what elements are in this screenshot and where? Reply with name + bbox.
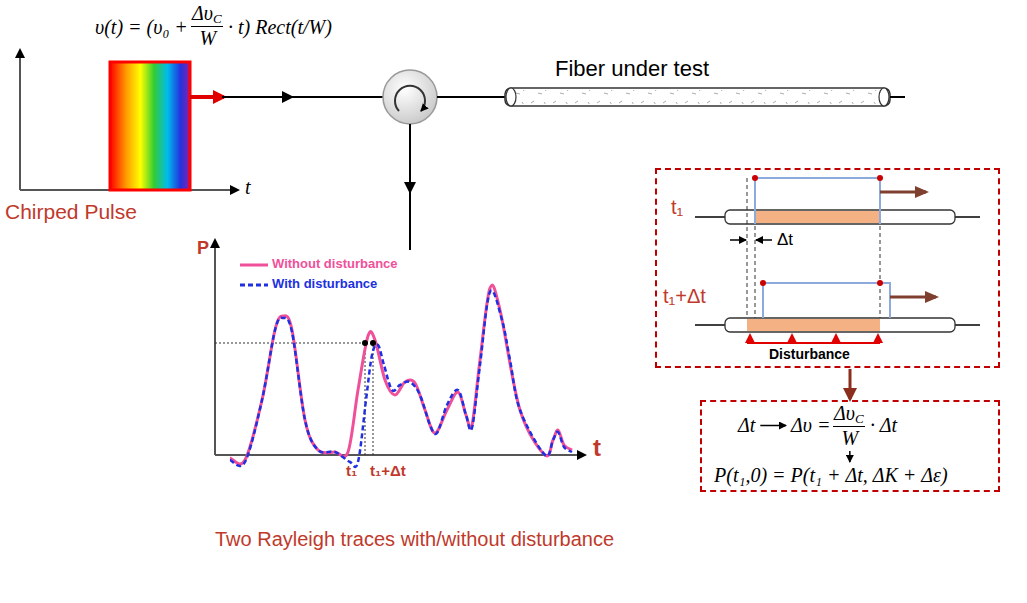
dt-arrow (730, 239, 746, 241)
formula-box: Δt Δυ =ΔυCW · Δt P(t₁,0) = P(t₁ + Δt, ΔK + … (700, 400, 1000, 492)
pulse-frame (763, 283, 890, 318)
formula-text: P(t₁,0) = P(t₁ + Δt, ΔK + Δε) (714, 464, 948, 487)
fiber-link (222, 96, 383, 98)
connector-arrow (849, 369, 852, 399)
axis (215, 454, 585, 456)
guide-line (373, 345, 374, 455)
fiber-link (890, 96, 905, 98)
chirped-pulse (110, 62, 190, 190)
fraction-bar (833, 426, 865, 427)
fiber-label: Fiber under test (555, 56, 709, 81)
guide-line (747, 178, 748, 318)
formula-text: Δt (738, 414, 755, 437)
guide-line (880, 226, 881, 318)
fiber-end (879, 88, 889, 106)
pulse-frame (755, 178, 880, 224)
time-label: t₁+Δt (663, 285, 706, 308)
fiber (725, 318, 955, 332)
disturbance-base (747, 342, 880, 344)
formula-text: · t) Rect(t/W) (228, 16, 332, 39)
guide-line (365, 345, 366, 455)
legend-sample (240, 264, 268, 267)
point (877, 175, 883, 181)
disturbance-markers (745, 333, 883, 343)
formula-subscript: C (855, 412, 864, 427)
legend-sample (240, 284, 268, 287)
formula-text: υ(t) = (υ₀ + (95, 16, 188, 39)
caption: Two Rayleigh traces with/without disturb… (215, 528, 614, 551)
maps-to-arrow (849, 451, 851, 462)
axis-label: t (245, 176, 251, 199)
point (752, 175, 758, 181)
formula-denominator: W (200, 27, 217, 50)
fiber-texture (515, 90, 880, 104)
axis-label: P (197, 238, 209, 259)
formula-text: · Δt (870, 414, 897, 437)
legend-text: With disturbance (272, 277, 377, 292)
formula-numerator: Δυ (192, 2, 213, 25)
pulse-label: Chirped Pulse (5, 200, 137, 224)
fiber-link (437, 96, 505, 98)
circulator (383, 70, 437, 124)
fiber-node: Fiber under test (505, 50, 890, 108)
arrowhead (282, 91, 294, 103)
inset-box: t₁ Δt t₁+ΔtDisturbance (655, 168, 1000, 368)
trace-without (230, 285, 572, 464)
axis-label: t (593, 434, 601, 462)
point (370, 340, 376, 346)
legend-text: Without disturbance (272, 257, 398, 272)
maps-to-arrow (760, 425, 786, 427)
guide-line (215, 343, 363, 344)
time-label: t₁ (346, 462, 357, 479)
formula-text: Δυ = (791, 414, 830, 437)
point (362, 340, 368, 346)
arrowhead (404, 182, 416, 194)
pulse-arrow (190, 95, 224, 99)
fiber (725, 210, 955, 224)
guide-line (755, 226, 756, 318)
time-label: t₁+Δt (370, 462, 406, 479)
point (877, 280, 883, 286)
propagation-arrow (890, 296, 936, 299)
time-label: t₁ (671, 196, 683, 219)
dt-arrow (756, 239, 772, 241)
circulator-arrow (395, 86, 425, 111)
disturbance-label: Disturbance (769, 346, 850, 362)
axis (19, 50, 21, 190)
trace-with (230, 291, 572, 467)
disturbed-section (755, 211, 880, 223)
dt-label: Δt (777, 230, 793, 250)
formula-subscript: C (213, 12, 222, 27)
formula-numerator: Δυ (834, 402, 855, 425)
propagation-arrow (880, 191, 926, 194)
fiber (505, 88, 890, 106)
formula-denominator: W (842, 427, 859, 450)
disturbed-section (747, 319, 880, 331)
axis (214, 240, 216, 455)
fiber-end (506, 88, 516, 106)
point (760, 280, 766, 286)
fraction-bar (191, 26, 223, 27)
